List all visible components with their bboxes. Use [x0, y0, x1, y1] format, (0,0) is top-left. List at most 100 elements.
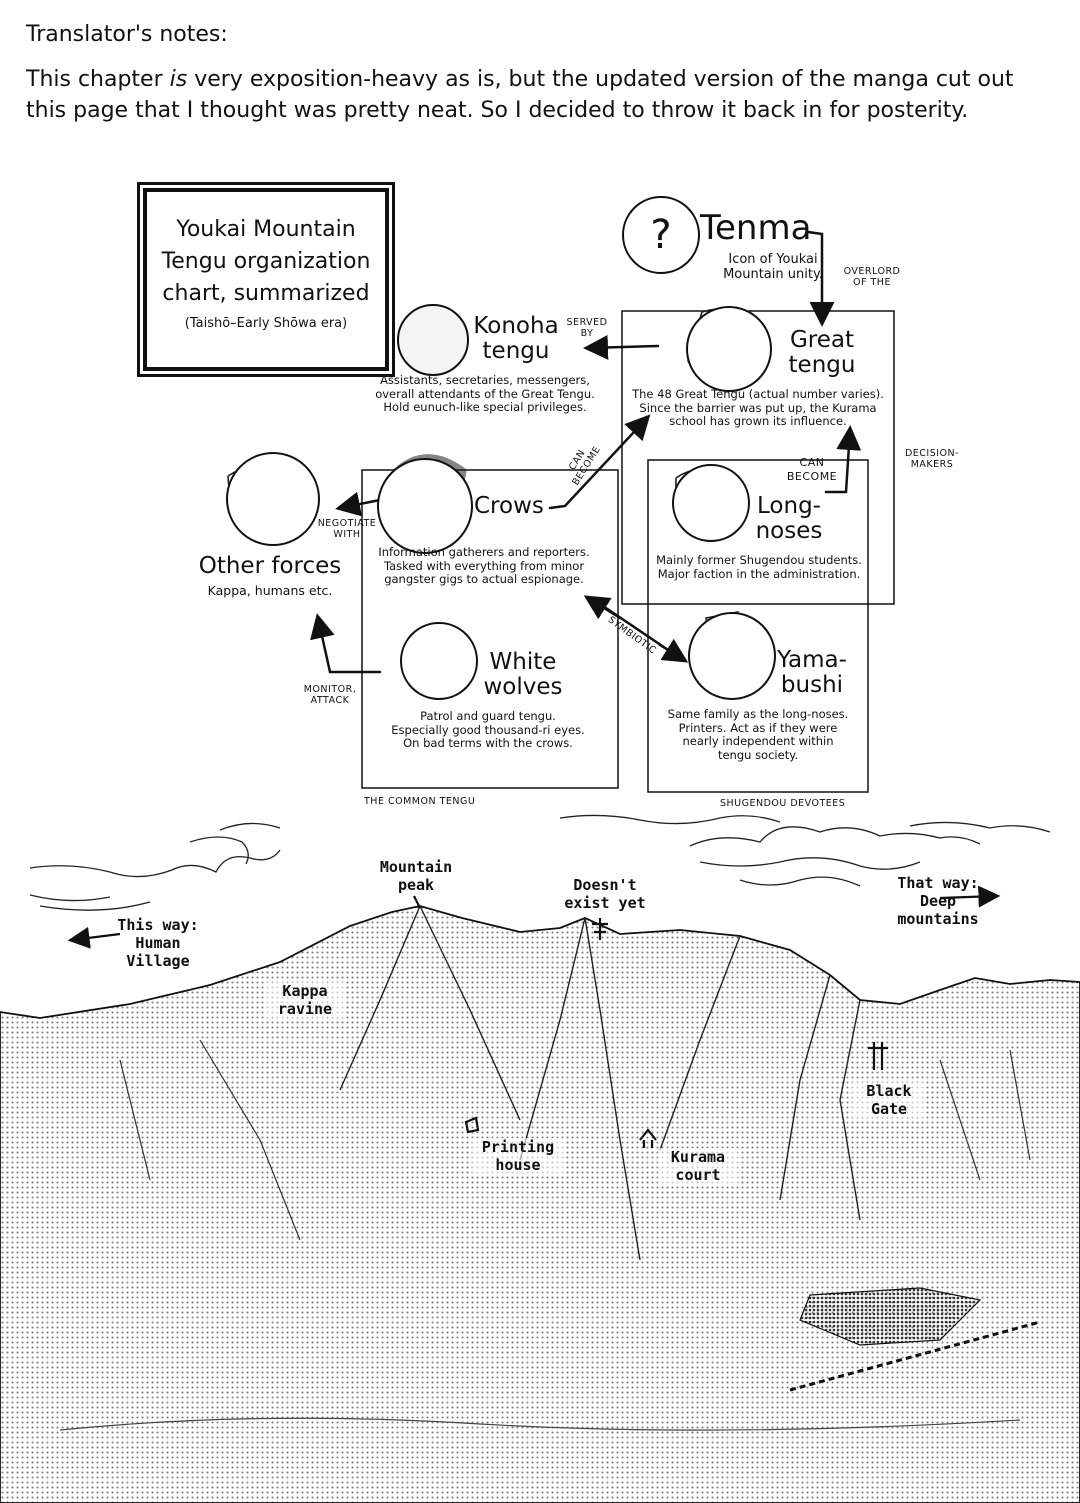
wolves-desc-line2: Especially good thousand-ri eyes.	[391, 722, 585, 737]
crows-desc: Information gatherers and reporters. Tas…	[366, 545, 602, 587]
tenma-desc-line2: Mountain unity.	[723, 267, 823, 282]
thisway-line1: This way:	[117, 916, 199, 934]
cloud-sketches	[29, 814, 1051, 911]
translator-notes-body: This chapter is very exposition-heavy as…	[26, 64, 1056, 126]
notes-body-emphasis: is	[169, 67, 188, 92]
tenma-question-mark: ?	[622, 196, 700, 274]
chart-title-box: Youkai Mountain Tengu organization chart…	[137, 182, 395, 377]
shugendou-frame	[647, 459, 869, 793]
decision-line1: DECISION-	[904, 448, 960, 459]
yamabushi-name-line1: Yama-	[777, 647, 847, 673]
this-way-label: This way: Human Village	[112, 916, 204, 970]
notes-body-post: very exposition-heavy as is, but the upd…	[26, 67, 1014, 123]
arrow-negotiate	[335, 491, 382, 517]
crows-desc-line1: Information gatherers and reporters.	[378, 545, 590, 559]
konoha-desc-line2: overall attendants of the Great Tengu.	[375, 386, 595, 401]
decision-makers-label: DECISION- MAKERS	[896, 448, 968, 470]
shugendou-devotees-label: SHUGENDOU DEVOTEES	[720, 798, 846, 809]
tenma-name: Tenma	[700, 208, 812, 248]
konoha-desc-line3: Hold eunuch-like special privileges.	[383, 400, 587, 414]
relation-arrows	[310, 230, 862, 674]
great-name-line2: tengu	[788, 352, 856, 378]
white-wolves-desc: Patrol and guard tengu. Especially good …	[370, 709, 606, 751]
white-wolves-name: White wolves	[482, 650, 564, 700]
arrow-served-by	[583, 334, 660, 360]
longnoses-name: Long- noses	[752, 494, 826, 544]
crows-desc-line2: Tasked with everything from minor	[383, 558, 585, 573]
decision-line2: MAKERS	[910, 459, 954, 470]
chart-title-line3: chart, summarized	[162, 281, 370, 306]
peak-pointer	[413, 895, 421, 909]
thisway-line3: Village	[126, 952, 190, 970]
longnoses-desc-line2: Major faction in the administration.	[657, 566, 861, 581]
yamabushi-desc-line1: Same family as the long-noses.	[667, 707, 849, 721]
overlord-label: OVERLORD OF THE	[832, 266, 912, 288]
chart-subtitle: (Taishō–Early Shōwa era)	[184, 316, 348, 331]
kurama-court-label: Kurama court	[658, 1148, 738, 1184]
great-desc-line2: Since the barrier was put up, the Kurama	[639, 400, 877, 415]
konoha-name-line2: tengu	[482, 338, 550, 364]
great-desc-line1: The 48 Great Tengu (actual number varies…	[632, 387, 884, 401]
longnoses-desc-line1: Mainly former Shugendou students.	[656, 553, 862, 567]
common-tengu-label: THE COMMON TENGU	[364, 796, 476, 807]
yamabushi-name: Yama- bushi	[776, 648, 848, 698]
great-tengu-desc: The 48 Great Tengu (actual number varies…	[624, 387, 892, 429]
wolves-name-line1: White	[489, 649, 557, 675]
peak-line1: Mountain	[379, 858, 453, 876]
group-frames	[361, 310, 895, 793]
translator-notes-heading: Translator's notes:	[26, 22, 228, 47]
chart-title-line2: Tengu organization	[161, 249, 371, 274]
thisway-line2: Human	[135, 934, 181, 952]
konoha-name-line1: Konoha	[473, 313, 559, 339]
arrow-longnoses-to-great	[824, 425, 862, 494]
future-structure-marker	[592, 918, 608, 940]
kappa-line1: Kappa	[282, 982, 328, 1000]
crows-name: Crows	[474, 493, 544, 519]
arrow-overlord	[806, 230, 835, 327]
arrow-crows-to-great	[548, 414, 651, 510]
monitor-line2: ATTACK	[310, 695, 350, 706]
chart-title-line1: Youkai Mountain	[176, 217, 356, 242]
yamabushi-desc-line3: nearly independent within	[682, 734, 834, 748]
konoha-portrait	[397, 304, 469, 376]
notes-body-pre: This chapter	[26, 67, 170, 92]
yamabushi-portrait	[688, 612, 776, 700]
gate-line1: Black	[866, 1082, 912, 1100]
doesnt-line2: exist yet	[564, 894, 646, 912]
left-arrow-sketch	[67, 926, 121, 949]
kurama-line1: Kurama	[670, 1148, 726, 1166]
black-gate-label: Black Gate	[852, 1082, 926, 1118]
negotiate-with-label: NEGOTIATE WITH	[312, 518, 382, 540]
thatway-line3: mountains	[897, 910, 979, 928]
doesnt-exist-label: Doesn't exist yet	[562, 876, 648, 912]
kurama-court-marker	[639, 1128, 657, 1148]
great-tengu-name: Great tengu	[780, 328, 864, 378]
longnoses-desc: Mainly former Shugendou students. Major …	[648, 553, 870, 581]
right-arrow-sketch	[939, 885, 1001, 908]
printing-line1: Printing	[481, 1138, 555, 1156]
great-tengu-portrait	[686, 306, 772, 392]
yamabushi-desc-line4: tengu society.	[717, 747, 799, 762]
decision-makers-frame	[621, 310, 895, 605]
wolves-desc-line1: Patrol and guard tengu.	[420, 709, 556, 723]
can-become-2a: CAN	[799, 456, 825, 469]
black-gate-marker	[868, 1042, 888, 1070]
mountain-peak-label: Mountain peak	[366, 858, 466, 894]
yamabushi-desc: Same family as the long-noses. Printers.…	[650, 707, 866, 762]
peak-line2: peak	[397, 876, 435, 894]
served-line2: BY	[580, 328, 594, 339]
negotiate-line1: NEGOTIATE	[317, 518, 377, 529]
konoha-desc-line1: Assistants, secretaries, messengers,	[380, 373, 590, 387]
gate-line2: Gate	[870, 1100, 908, 1118]
printing-house-marker	[464, 1116, 480, 1134]
map-symbols	[67, 885, 1001, 1148]
konoha-desc: Assistants, secretaries, messengers, ove…	[370, 373, 600, 415]
great-name-line1: Great	[789, 327, 855, 353]
negotiate-line2: WITH	[333, 529, 361, 540]
mountain-sketch	[0, 905, 1080, 1503]
overlord-line1: OVERLORD	[843, 266, 901, 277]
kappa-ravine-label: Kappa ravine	[264, 982, 346, 1018]
served-line1: SERVED	[566, 317, 608, 328]
monitor-line1: MONITOR,	[303, 684, 357, 695]
